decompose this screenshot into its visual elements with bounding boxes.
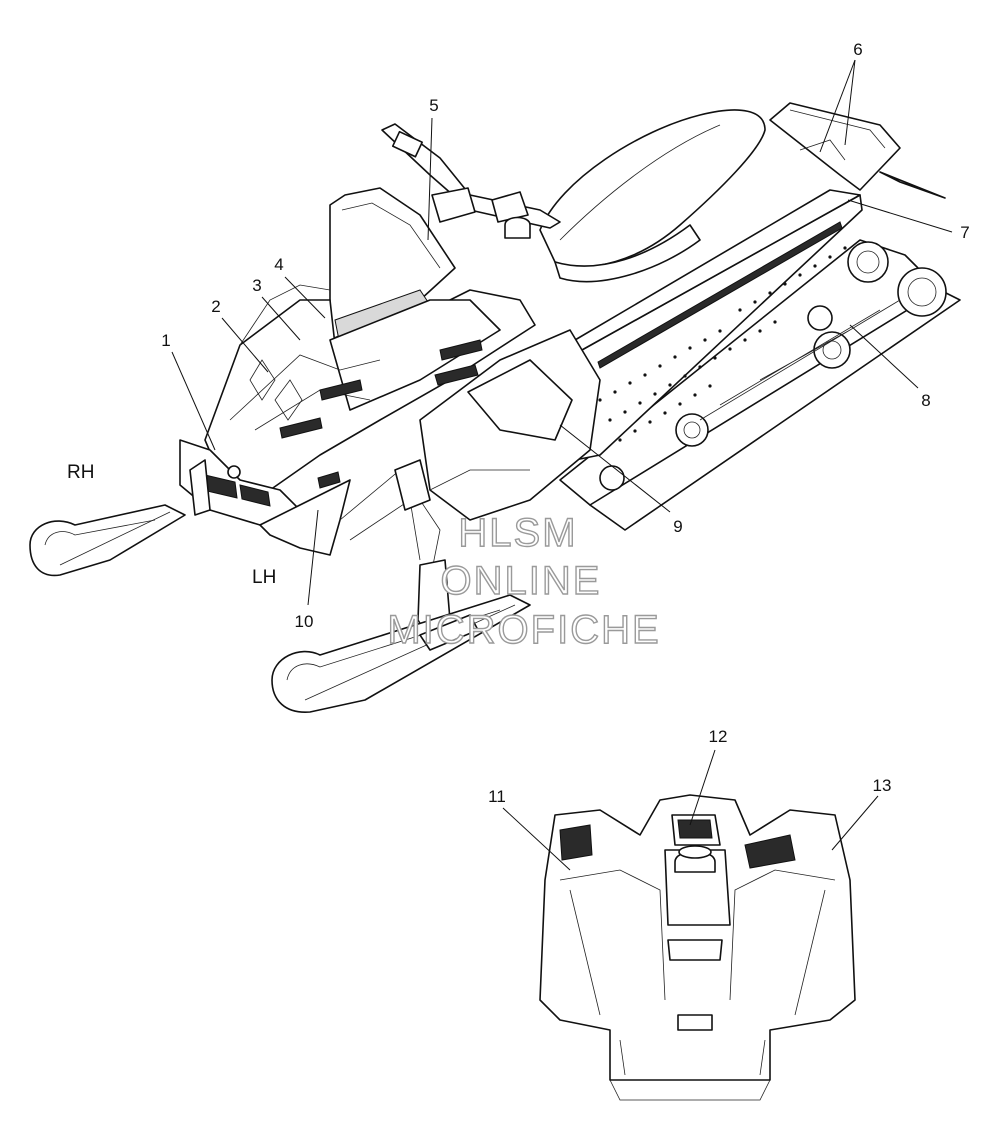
callout-7: 7: [960, 223, 969, 242]
tank-illustration: [539, 794, 856, 1101]
side-panel: [419, 329, 601, 521]
watermark: HLSM ONLINE MICROFICHE: [387, 510, 660, 652]
snowmobile-illustration: [29, 102, 961, 713]
callout-12: 12: [709, 727, 728, 746]
rear-bumper: [769, 102, 946, 199]
callout-5: 5: [429, 96, 438, 115]
callout-9: 9: [673, 517, 682, 536]
left-ski: [271, 594, 531, 713]
handlebar: [381, 123, 561, 239]
right-ski: [29, 504, 186, 577]
side-label-rh: RH: [67, 462, 94, 483]
callout-3: 3: [252, 276, 261, 295]
callout-10: 10: [295, 612, 314, 631]
rear-idler-wheels: [599, 241, 947, 491]
callout-1: 1: [161, 331, 170, 350]
callout-11: 11: [488, 787, 506, 806]
callout-8: 8: [921, 391, 930, 410]
callout-4: 4: [274, 255, 283, 274]
watermark-line-1: HLSM: [458, 511, 577, 555]
callout-6: 6: [853, 40, 862, 59]
side-label-lh: LH: [252, 567, 276, 588]
seat: [539, 109, 766, 283]
watermark-line-3: MICROFICHE: [387, 608, 660, 652]
callout-2: 2: [211, 297, 220, 316]
watermark-line-2: ONLINE: [441, 559, 602, 603]
hood: [204, 284, 536, 491]
callout-labels: 1 2 3 4 5 6 7 8 9 10 11 12 13: [161, 40, 969, 806]
callout-13: 13: [873, 776, 892, 795]
tunnel-perforations: [598, 246, 847, 442]
leader-lines: [171, 59, 953, 871]
